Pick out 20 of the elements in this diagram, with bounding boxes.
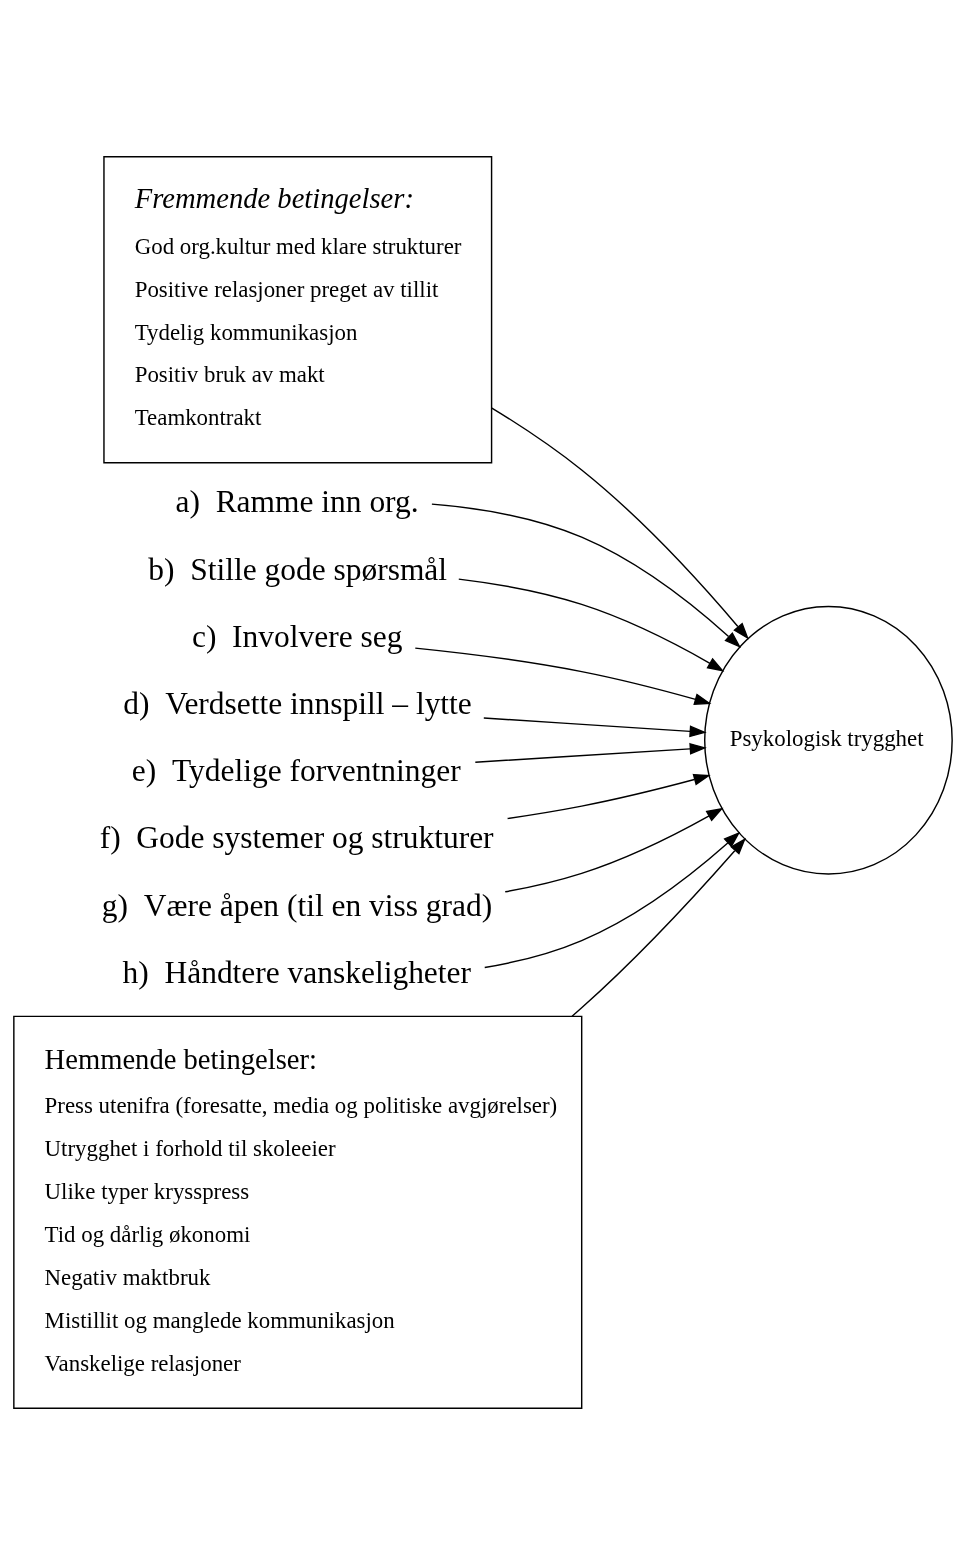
node-text: b) Stille gode spørsmål <box>148 551 448 587</box>
node-text: h) Håndtere vanskeligheter <box>122 954 472 990</box>
node-text: a) Ramme inn org. <box>175 483 419 519</box>
arrow <box>484 831 741 968</box>
node-text: c) Involvere seg <box>191 618 403 654</box>
node-box: Fremmende betingelser: God org.kultur med klare strukturer Positive relasjoner preget av tillit Tydelig kommunikasjon Positiv bruk av makt Teamkontrakt <box>103 155 493 464</box>
node-text: e) Tydelige forventninger <box>131 752 461 788</box>
arrow <box>571 837 746 1017</box>
node-text: f) Gode systemer og strukturer <box>99 819 494 855</box>
node-text: d) Verdsette innspill – lytte <box>123 685 472 721</box>
node-box: Hemmende betingelser: Press utenifra (foresatte, media og politiske avgjørelser) Utrygghet i forhold til skoleeier Ulike typer krysspress Tid og dårlig økonomi Negativ maktbruk Mistillit og manglede kommunikasjon Vanskelige relasjoner <box>13 1015 583 1409</box>
arrow <box>431 502 742 648</box>
arrow <box>491 406 749 640</box>
arrow <box>474 742 707 763</box>
arrow <box>458 577 725 672</box>
arrow <box>506 773 711 819</box>
arrow <box>504 807 724 893</box>
arrow <box>483 716 707 737</box>
arrow <box>414 646 712 705</box>
node-text: g) Være åpen (til en viss grad) <box>101 887 493 923</box>
